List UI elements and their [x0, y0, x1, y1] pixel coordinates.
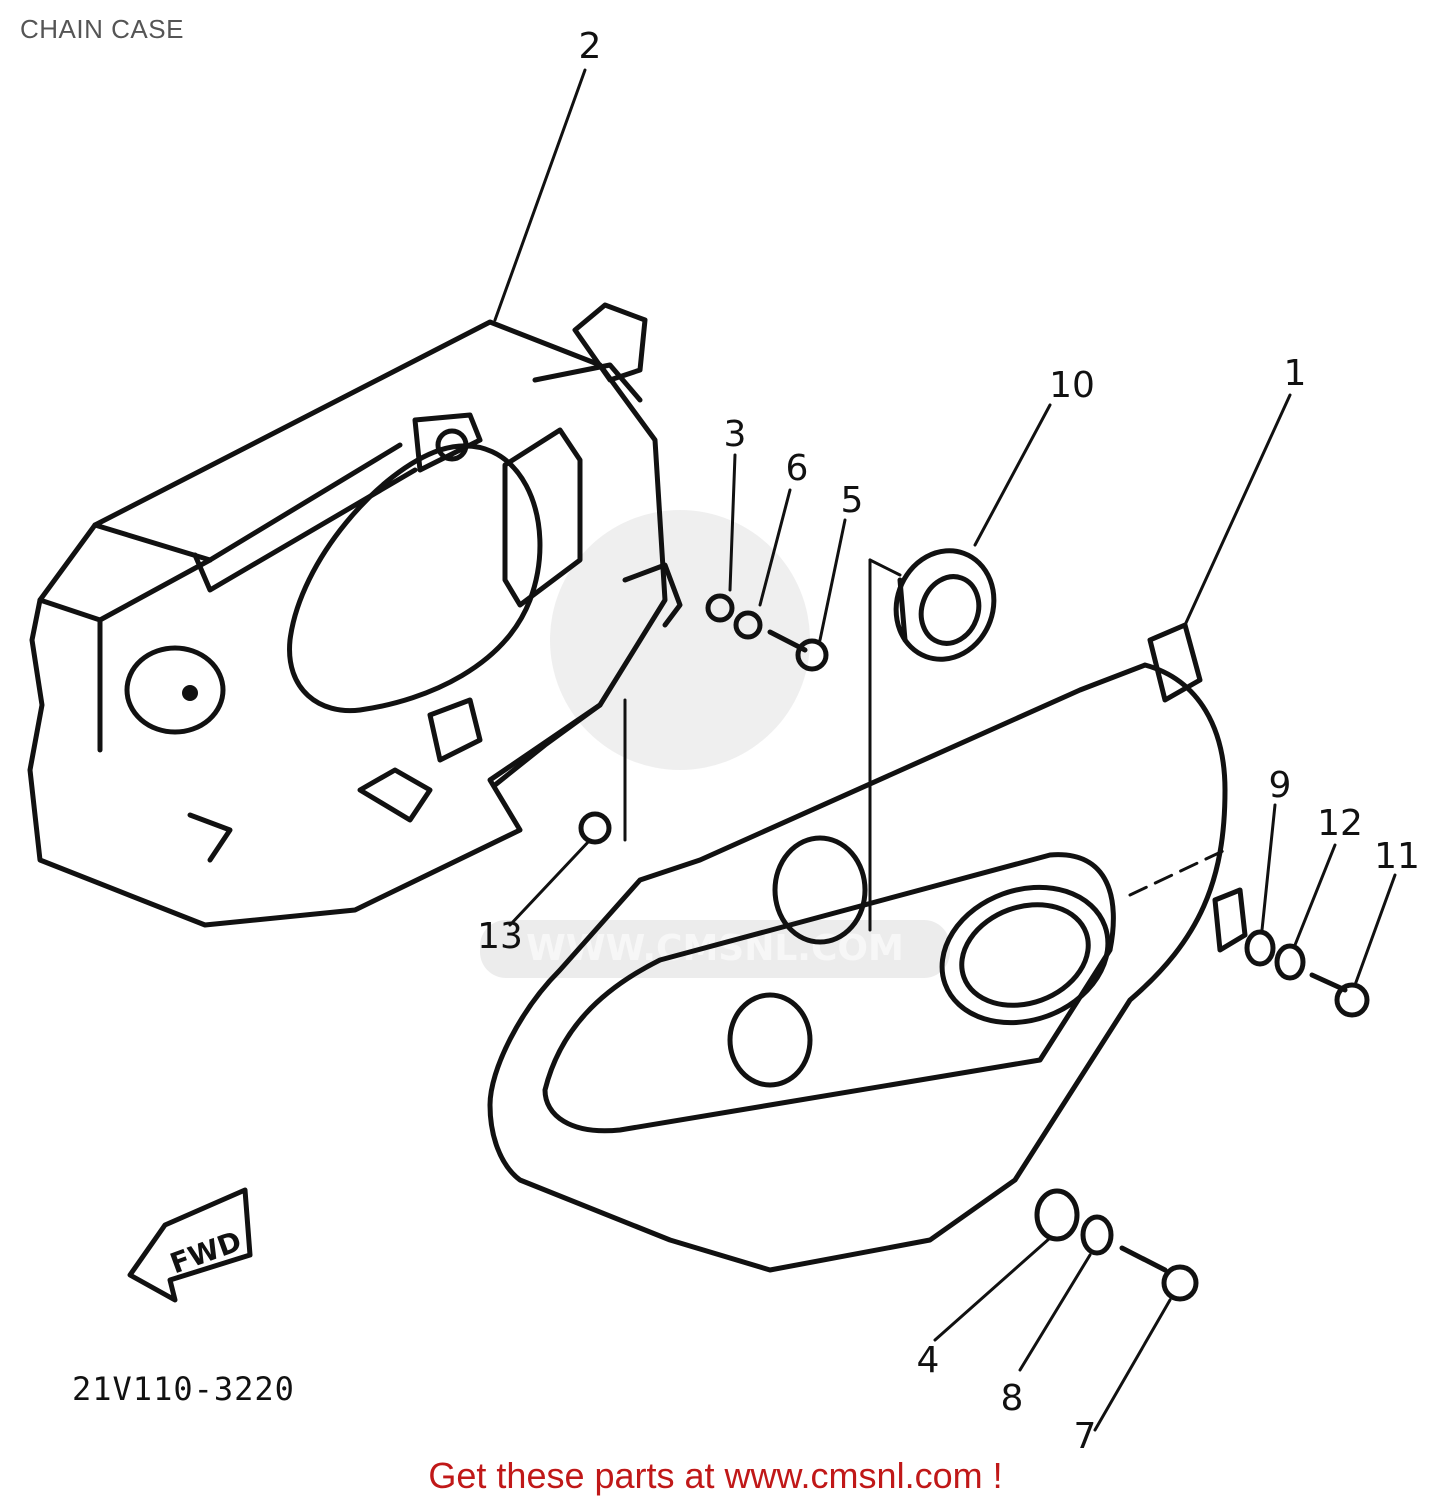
callout-10: 10	[1049, 365, 1095, 406]
fwd-label: FWD	[166, 1224, 246, 1280]
outer-chain-case	[487, 622, 1248, 1273]
callout-6: 6	[786, 448, 809, 489]
callout-3: 3	[724, 414, 747, 455]
callout-1: 1	[1284, 353, 1307, 394]
callout-4: 4	[917, 1340, 940, 1381]
diagram-part-number: 21V110-3220	[72, 1370, 295, 1408]
fwd-arrow: FWD	[127, 1187, 253, 1303]
callout-12: 12	[1317, 803, 1363, 844]
callout-8: 8	[1001, 1378, 1024, 1419]
fasteners-lower	[1034, 1188, 1199, 1302]
callout-11: 11	[1374, 836, 1420, 877]
inner-chain-case	[27, 302, 683, 928]
fasteners-right	[1244, 929, 1370, 1018]
callout-9: 9	[1269, 765, 1292, 806]
chain-case-diagram: WWW.CMSNL.COM	[27, 26, 1420, 1450]
oil-seal	[893, 548, 997, 662]
fasteners-upper	[705, 593, 829, 672]
page-title: CHAIN CASE	[20, 14, 184, 44]
cmsnl-footer-link[interactable]: Get these parts at www.cmsnl.com !	[428, 1455, 1003, 1496]
callout-5: 5	[841, 480, 864, 521]
callout-13: 13	[477, 916, 523, 957]
leader-lines	[493, 68, 1397, 1432]
callout-7: 7	[1074, 1416, 1097, 1450]
callout-2: 2	[579, 26, 602, 67]
